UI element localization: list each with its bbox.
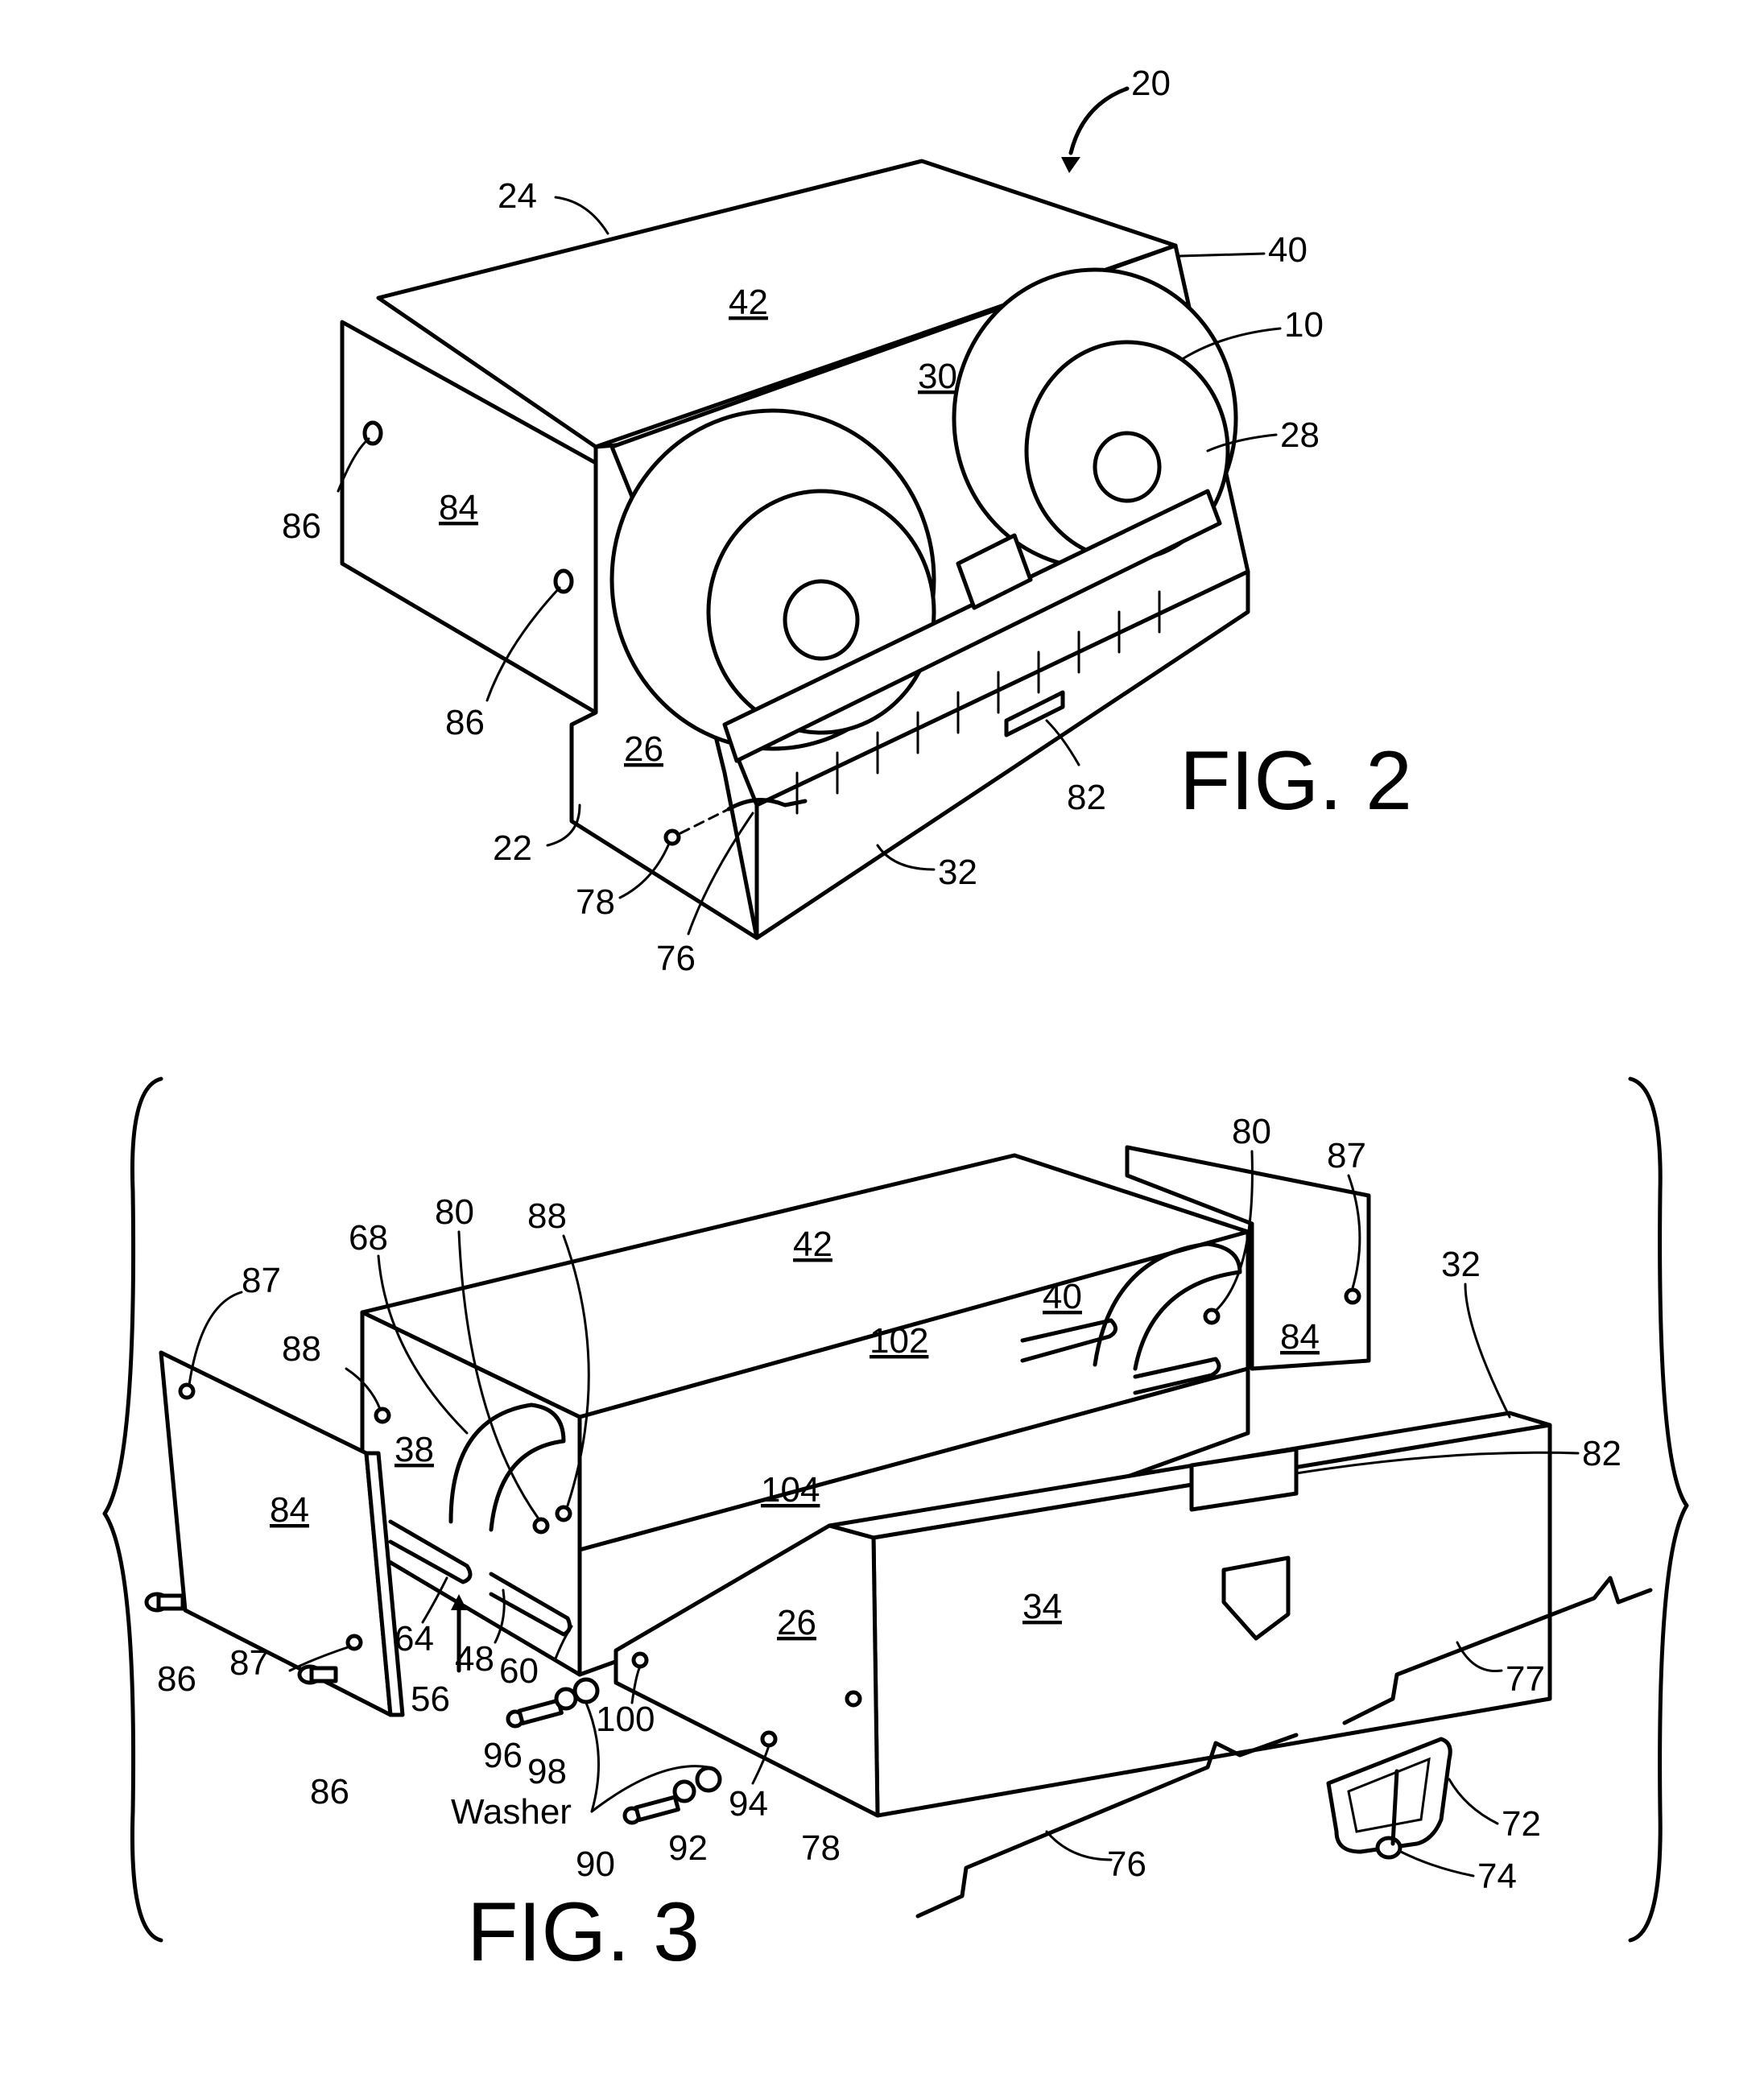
fig3-bolt-86-a bbox=[147, 1594, 183, 1610]
fig2-drawing bbox=[338, 89, 1280, 938]
fig3-bolt-90 bbox=[625, 1797, 678, 1823]
fig2-label-bolt-lower: 86 bbox=[445, 703, 485, 742]
fig3-label-top-panel: 42 bbox=[793, 1225, 832, 1264]
fig3-label-slot-80-left: 80 bbox=[435, 1192, 474, 1232]
fig3-label-bolt-86-a: 86 bbox=[157, 1659, 196, 1699]
fig3-label-rod-76: 76 bbox=[1107, 1844, 1146, 1884]
fig3-leader-76 bbox=[1047, 1832, 1111, 1860]
fig2-label-cover-panel: 84 bbox=[439, 488, 478, 527]
fig3-hole-87-right bbox=[1346, 1290, 1359, 1303]
fig3-label-hole-87-right: 87 bbox=[1327, 1136, 1366, 1175]
fig3-label-hole-88-right: 88 bbox=[527, 1196, 567, 1236]
fig3-hole-87-left-top bbox=[180, 1385, 193, 1398]
fig3-label-cover-left: 84 bbox=[270, 1490, 309, 1530]
fig3-label-hole-87-left-top: 87 bbox=[242, 1261, 281, 1300]
fig2-leader-24 bbox=[556, 197, 608, 233]
fig2-label-side-edge: 28 bbox=[1280, 415, 1320, 455]
fig3-hole-88-left-b bbox=[557, 1507, 570, 1520]
fig3-label-washer: Washer bbox=[451, 1792, 572, 1832]
fig3-label-slot-48: 48 bbox=[455, 1639, 494, 1679]
fig3-hole-88-left bbox=[376, 1409, 389, 1422]
fig3-label-pin-74: 74 bbox=[1477, 1857, 1517, 1896]
fig3-left-brace bbox=[105, 1079, 161, 1940]
fig3-right-brace bbox=[1630, 1079, 1687, 1940]
fig3-label-arc-68: 68 bbox=[349, 1218, 388, 1258]
fig3-bolt-86-b bbox=[300, 1667, 336, 1683]
fig2-label-hole: 78 bbox=[576, 882, 615, 922]
fig2-label-end-panel: 26 bbox=[624, 729, 663, 769]
fig3-hole-100 bbox=[634, 1654, 647, 1667]
fig3-label-nut-92: 92 bbox=[668, 1828, 708, 1868]
fig3-label-bolt-86-b: 86 bbox=[310, 1772, 349, 1811]
fig3-label-end-26: 26 bbox=[777, 1603, 816, 1642]
fig3-label-bolt-96: 96 bbox=[483, 1736, 523, 1775]
fig2-label-slot: 82 bbox=[1067, 778, 1106, 817]
fig3-label-front-34: 34 bbox=[1022, 1587, 1062, 1626]
fig2-label-rod: 76 bbox=[656, 939, 696, 978]
fig2-wheel-left-center bbox=[785, 581, 857, 659]
fig3-label-hole-94: 94 bbox=[729, 1784, 768, 1824]
fig3-bolt-96 bbox=[508, 1700, 561, 1726]
fig3-hole-80-right bbox=[1205, 1310, 1218, 1323]
fig3-washer-upper bbox=[575, 1679, 597, 1702]
fig3-washer-lower bbox=[697, 1768, 720, 1791]
fig2-leader-40 bbox=[1179, 254, 1264, 256]
fig3-label-left-wall: 38 bbox=[395, 1430, 434, 1469]
fig3-bracket-72 bbox=[1328, 1739, 1450, 1852]
fig3-label-floor: 104 bbox=[761, 1470, 820, 1510]
fig3-nut-92 bbox=[675, 1782, 694, 1801]
fig3-label-slot-80-right: 80 bbox=[1232, 1112, 1271, 1151]
fig3-label-back-wall: 102 bbox=[870, 1321, 928, 1361]
fig3-label-right-wall: 40 bbox=[1043, 1277, 1082, 1316]
fig2-label-bottom-panel: 32 bbox=[938, 853, 977, 892]
fig2-caption: FIG. 2 bbox=[1179, 734, 1412, 828]
fig2-label-wheel: 10 bbox=[1284, 305, 1324, 345]
fig3-leader-32 bbox=[1465, 1284, 1510, 1417]
fig3-leader-72 bbox=[1449, 1779, 1498, 1824]
fig3-leader-74 bbox=[1401, 1852, 1473, 1876]
fig3-label-slot-60: 60 bbox=[499, 1651, 539, 1691]
fig2-hole bbox=[666, 831, 679, 844]
fig3-label-nut-98: 98 bbox=[527, 1752, 567, 1791]
fig2-label-rear-edge: 40 bbox=[1268, 230, 1308, 270]
fig3-label-hole-100: 100 bbox=[596, 1700, 655, 1739]
fig2-label-top-panel: 42 bbox=[729, 283, 768, 322]
fig3-label-hole-87-bottom: 87 bbox=[229, 1643, 269, 1683]
fig3-label-hole-88-left: 88 bbox=[282, 1329, 321, 1369]
fig2-label-bolt-upper: 86 bbox=[282, 506, 321, 546]
fig3-label-slot-64: 64 bbox=[395, 1619, 434, 1659]
fig2-label-assembly: 20 bbox=[1131, 64, 1171, 103]
fig3-label-cover-right: 84 bbox=[1280, 1317, 1320, 1357]
fig3-label-slot-82: 82 bbox=[1582, 1434, 1621, 1473]
fig3-label-bolt-90: 90 bbox=[576, 1844, 615, 1884]
fig3-hole-80-left bbox=[535, 1519, 547, 1532]
fig2-assembly-arrowhead bbox=[1061, 157, 1080, 173]
fig3-label-bracket-72: 72 bbox=[1502, 1804, 1541, 1844]
fig3-hole-78 bbox=[847, 1692, 860, 1705]
fig2-label-inner-panel: 30 bbox=[918, 357, 957, 396]
fig2-assembly-arrow bbox=[1071, 89, 1127, 153]
fig3-pin-74 bbox=[1378, 1838, 1400, 1857]
fig2-label-bottom-edge: 22 bbox=[493, 828, 532, 868]
fig3-caption: FIG. 3 bbox=[467, 1886, 700, 1979]
fig3-nut-98 bbox=[556, 1689, 576, 1708]
fig3-label-arrow-56: 56 bbox=[411, 1679, 450, 1719]
fig2-label-top-edge: 24 bbox=[498, 176, 537, 216]
fig2-wheel-right-center bbox=[1095, 433, 1159, 501]
fig3-label-hole-78: 78 bbox=[801, 1828, 841, 1868]
fig3-label-rod-77: 77 bbox=[1506, 1659, 1545, 1699]
fig3-label-side-32: 32 bbox=[1441, 1245, 1481, 1284]
fig3-hole-94 bbox=[762, 1733, 775, 1745]
